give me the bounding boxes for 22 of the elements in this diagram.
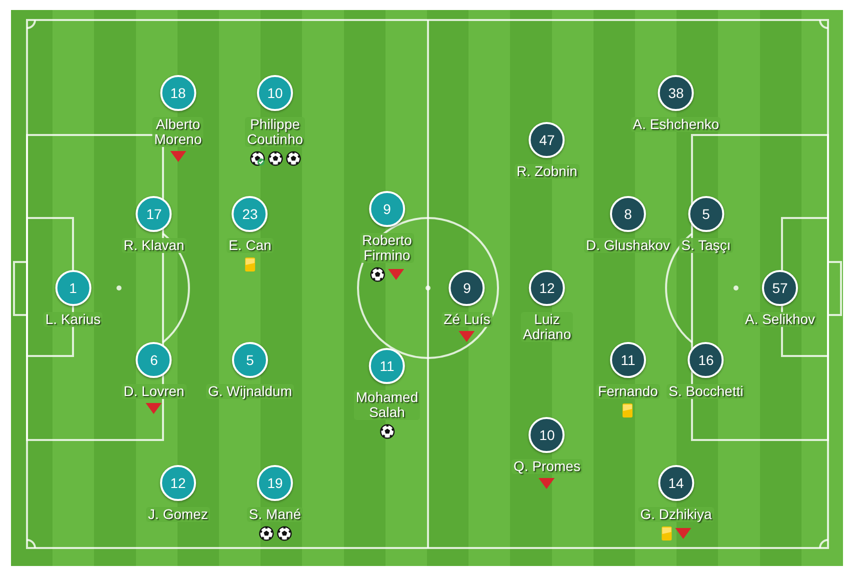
player-name: S. Mané [246,507,304,522]
player-name: S. Bocchetti [666,384,746,399]
player-name: D. Lovren [122,384,186,399]
player-name: A. Eshchenko [630,117,722,132]
player-name: Roberto Firmino [360,233,414,263]
player-name: R. Zobnin [514,164,580,179]
player-name: L. Karius [43,312,103,327]
player-name: Luiz Adriano [520,312,574,342]
player-name: Fernando [596,384,660,399]
player-name: Alberto Moreno [152,117,204,147]
player-name: Philippe Coutinho [244,117,306,147]
player-name: R. Klavan [122,238,186,253]
player-name: Mohamed Salah [354,390,420,420]
player-name: A. Selikhov [742,312,818,327]
player-name: J. Gomez [146,507,210,522]
player-name: G. Wijnaldum [206,384,294,399]
player-name: Q. Promes [512,459,582,474]
player-name: Zé Luís [442,312,492,327]
player-name: D. Glushakov [584,238,672,253]
player-name: E. Can [226,238,274,253]
player-name: S. Taşçı [679,238,733,253]
player-name: G. Dzhikiya [638,507,714,522]
